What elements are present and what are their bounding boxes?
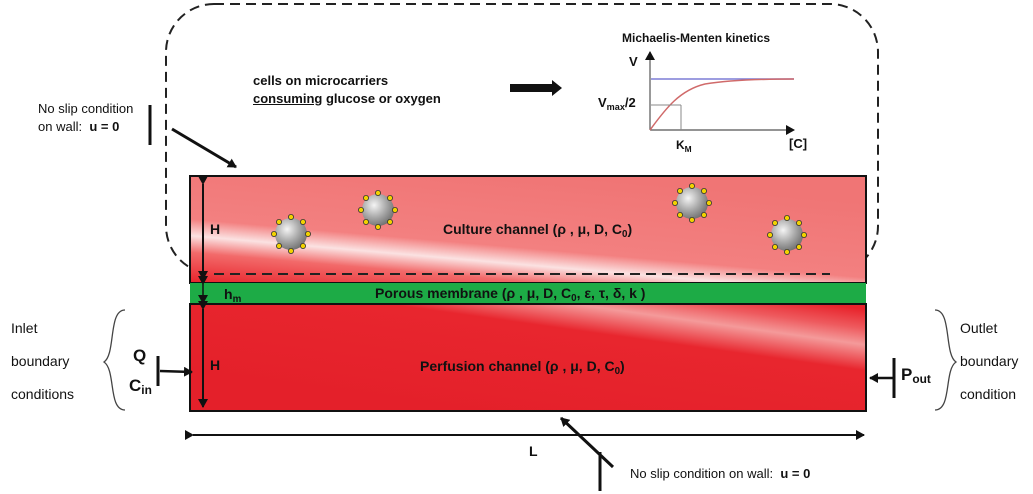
wall-note-bottom-bold: u = 0 <box>780 466 811 481</box>
porous-membrane <box>190 283 866 304</box>
wall-note-top-bold: u = 0 <box>89 119 120 134</box>
kinetics-km-sub: M <box>684 144 692 154</box>
perfusion-label-sub: 0 <box>614 366 621 377</box>
culture-label-prefix: Culture channel (ρ , μ, D, C <box>443 221 623 237</box>
wall-note-top-line1: No slip condition <box>38 101 134 116</box>
culture-label-sub: 0 <box>622 229 628 240</box>
wall-note-bottom: No slip condition on wall: u = 0 <box>630 466 810 481</box>
inlet-arrow <box>159 366 193 377</box>
membrane-height-sub: m <box>232 294 242 305</box>
membrane-label: Porous membrane (ρ , μ, D, C0, ε, τ, δ, … <box>375 285 646 304</box>
cells-line2: consuming glucose or oxygen <box>253 90 441 108</box>
inlet-c-label: Cin <box>129 376 152 396</box>
outlet-brace <box>934 309 958 411</box>
microcarrier-bead <box>671 182 712 223</box>
kinetics-curve <box>649 78 795 131</box>
microcarrier-bead <box>270 213 311 254</box>
culture-channel-label: Culture channel (ρ , μ, D, C0) <box>443 221 633 240</box>
kinetics-half-label: Vmax/2 <box>598 95 636 112</box>
outlet-p-sub: out <box>912 372 931 386</box>
wall-note-top: No slip condition on wall: u = 0 <box>38 100 133 136</box>
outlet-text: Outlet boundary condition <box>960 312 1018 411</box>
kinetics-title: Michaelis-Menten kinetics <box>622 31 771 45</box>
kinetics-half-main: V <box>598 95 607 110</box>
perfusion-channel <box>189 303 867 412</box>
wall-note-bottom-prefix: No slip condition on wall: <box>630 466 774 481</box>
inlet-c-sub: in <box>141 383 152 397</box>
perfusion-height-label: H <box>210 357 221 373</box>
outlet-line2: boundary <box>960 353 1019 369</box>
membrane-label-suffix: , ε, τ, δ, k ) <box>576 285 646 301</box>
culture-height-label: H <box>210 221 221 237</box>
outlet-p-main: P <box>901 365 913 384</box>
kinetics-half-tail: /2 <box>624 95 636 110</box>
inlet-line3: conditions <box>11 386 75 402</box>
kinetics-km-label: KM <box>676 138 692 154</box>
kinetics-half-sub: max <box>606 102 625 112</box>
length-label: L <box>529 443 538 459</box>
cells-consuming: consuming <box>253 91 323 106</box>
culture-label-suffix: ) <box>627 221 633 237</box>
cells-annotation: cells on microcarriers consuming glucose… <box>253 72 441 108</box>
wall-note-top-prefix: on wall: <box>38 119 83 134</box>
microcarrier-bead <box>357 189 398 230</box>
inlet-c-main: C <box>129 376 142 395</box>
perfusion-label-suffix: ) <box>620 358 625 374</box>
kinetics-plot <box>645 51 795 135</box>
cells-rest: glucose or oxygen <box>322 91 441 106</box>
kinetics-y-label: V <box>629 54 638 69</box>
perfusion-label-prefix: Perfusion channel (ρ , μ, D, C <box>420 358 615 374</box>
wall-note-top-line2: on wall: u = 0 <box>38 118 133 136</box>
microcarrier-bead <box>766 214 807 255</box>
inlet-text: Inlet boundary conditions <box>11 312 74 411</box>
membrane-label-prefix: Porous membrane (ρ , μ, D, C <box>375 285 572 301</box>
outlet-line1: Outlet <box>960 320 998 336</box>
kinetics-km-main: K <box>676 138 685 152</box>
inlet-line1: Inlet <box>11 320 38 336</box>
wall-pointer-bottom <box>559 416 615 469</box>
membrane-height-main: h <box>224 286 233 302</box>
perfusion-channel-label: Perfusion channel (ρ , μ, D, C0) <box>420 358 625 377</box>
kinetics-x-label: [C] <box>789 136 808 151</box>
membrane-label-sub: 0 <box>571 293 577 304</box>
outlet-p-label: Pout <box>901 365 931 385</box>
right-arrow-icon <box>510 80 562 96</box>
inlet-line2: boundary <box>11 353 70 369</box>
inlet-q-label: Q <box>133 346 147 365</box>
wall-pointer-top <box>171 127 237 169</box>
membrane-height-label: hm <box>224 286 242 305</box>
outlet-line3: condition <box>960 386 1017 402</box>
cells-line1: cells on microcarriers <box>253 73 389 88</box>
inlet-brace <box>102 309 126 411</box>
